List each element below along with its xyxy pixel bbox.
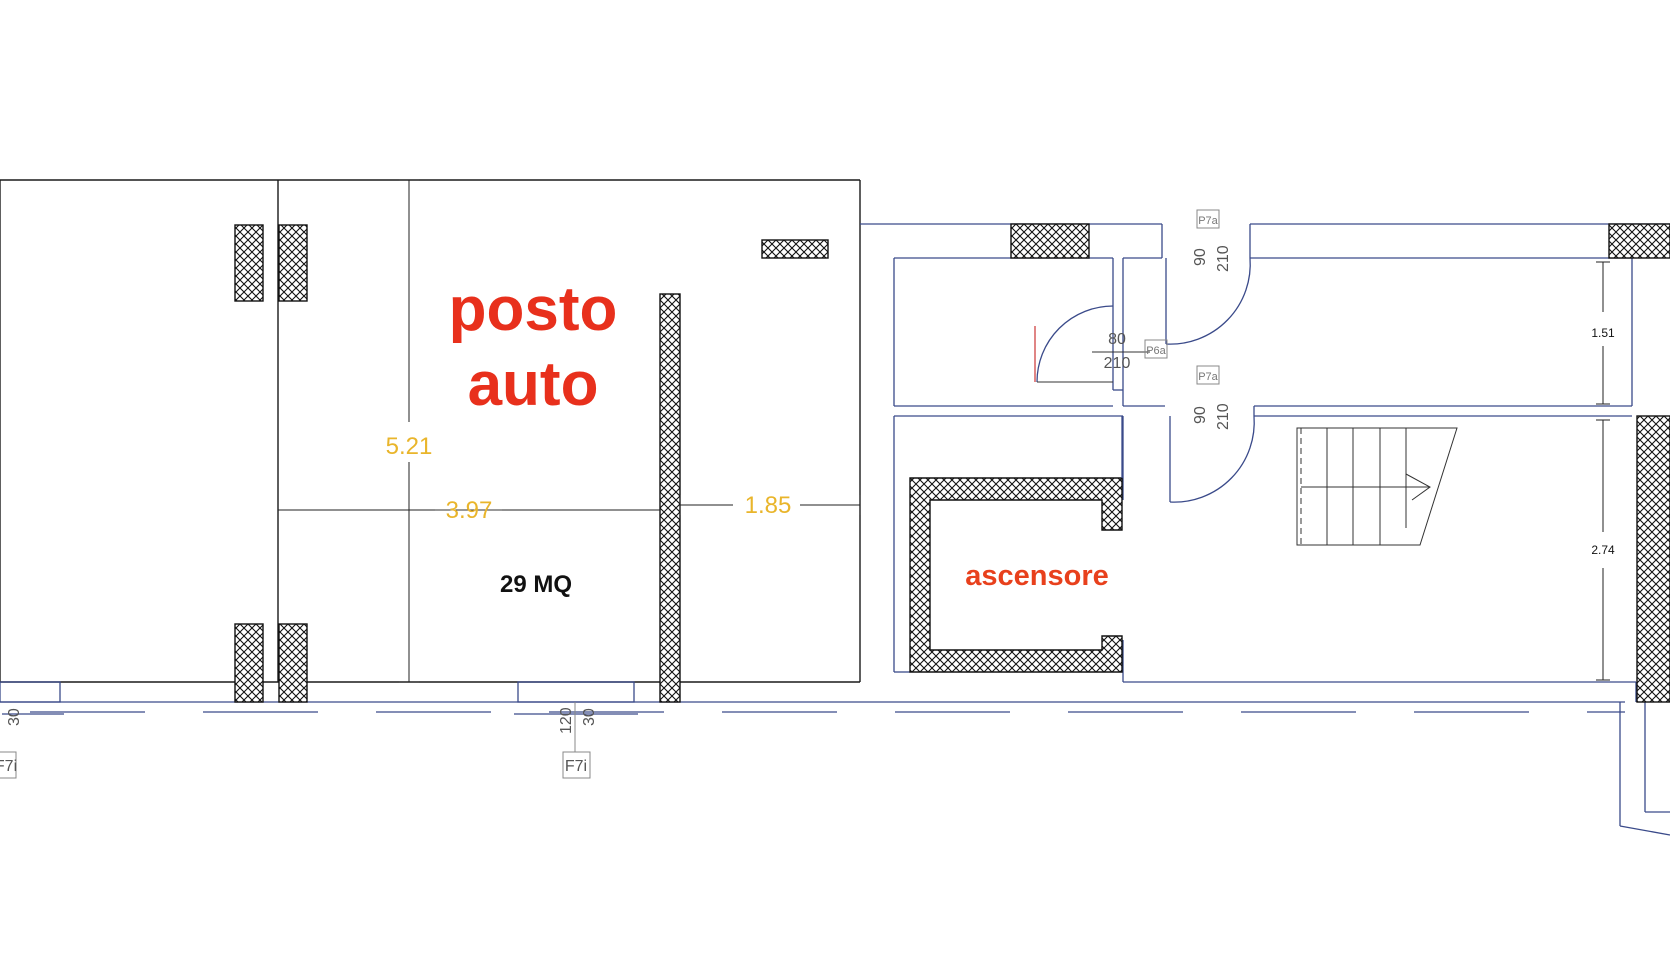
door-p7a-top xyxy=(1165,209,1251,345)
door-p7a-mid xyxy=(1169,365,1255,503)
room-title-line2: auto xyxy=(468,350,599,419)
room-title-line1: posto xyxy=(449,275,618,344)
right-dimension-lines xyxy=(1596,261,1610,681)
door-small-width: 80 xyxy=(1108,331,1126,348)
dimension-width-side: 1.85 xyxy=(745,492,792,519)
window-center-value-a: 120 xyxy=(558,707,575,734)
door-mid-height: 210 xyxy=(1215,403,1232,430)
window-center xyxy=(514,681,638,779)
garage-walls xyxy=(0,179,1625,713)
door-small-tag: P6a xyxy=(1146,345,1166,357)
dimension-stair-room-height: 2.74 xyxy=(1591,543,1615,557)
door-top-height: 210 xyxy=(1215,245,1232,272)
right-pillars xyxy=(1010,223,1670,703)
elevator-shaft xyxy=(909,416,1123,673)
door-p6a xyxy=(1034,305,1168,383)
window-left-tag: F7i xyxy=(0,758,17,775)
window-left xyxy=(0,681,64,779)
door-small-height: 210 xyxy=(1104,355,1131,372)
window-left-value: 30 xyxy=(6,708,23,726)
dimension-height-main: 5.21 xyxy=(386,433,433,460)
dimension-corridor-height: 1.51 xyxy=(1591,326,1615,340)
door-top-tag: P7a xyxy=(1198,215,1218,227)
staircase xyxy=(1296,427,1458,546)
window-center-value-b: 30 xyxy=(581,708,598,726)
dimension-width-main: 3.97 xyxy=(446,497,493,524)
window-center-tag: F7i xyxy=(565,758,587,775)
door-mid-tag: P7a xyxy=(1198,371,1218,383)
door-top-width: 90 xyxy=(1192,248,1209,266)
garage-dimension-lines xyxy=(278,179,861,683)
garage-pillars xyxy=(234,224,829,703)
right-walls xyxy=(860,223,1670,836)
elevator-label: ascensore xyxy=(965,560,1109,592)
door-mid-width: 90 xyxy=(1192,406,1209,424)
area-label: 29 MQ xyxy=(500,571,572,598)
